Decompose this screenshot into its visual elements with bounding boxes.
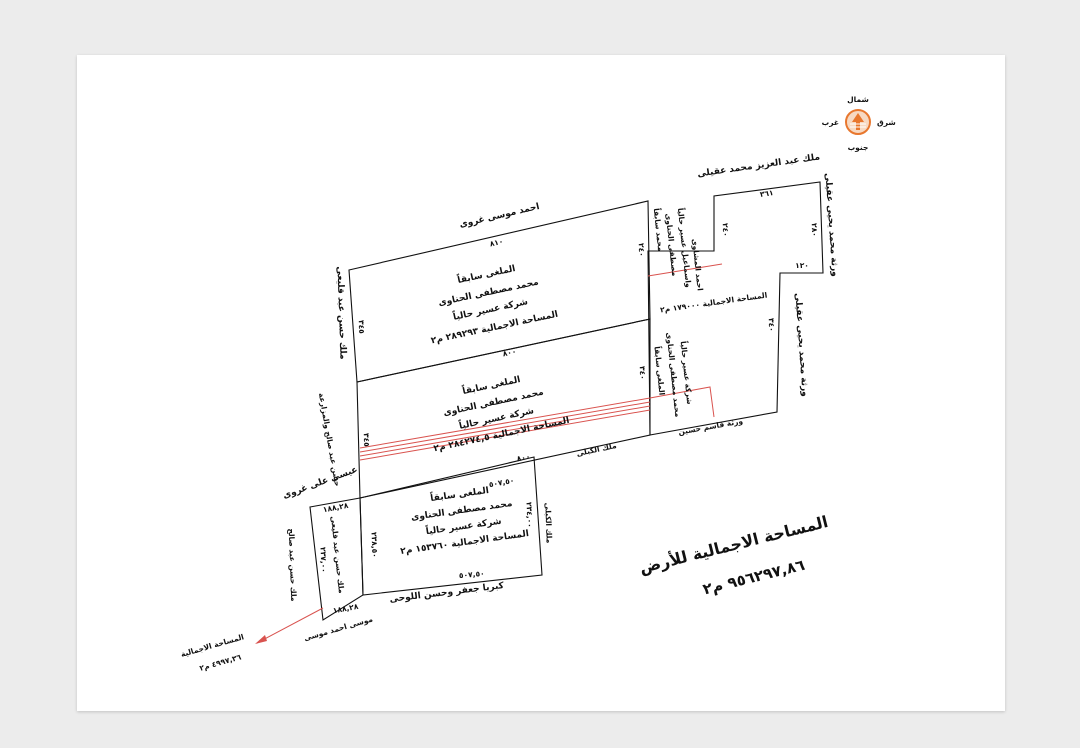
arrow-icon: [255, 635, 267, 644]
compass-west: غرب: [822, 118, 839, 127]
svg-text:٢٨٠: ٢٨٠: [810, 223, 819, 237]
lot-2-outline: [356, 318, 651, 499]
svg-text:٢٤٠: ٢٤٠: [637, 243, 646, 257]
road-line: [359, 397, 651, 449]
svg-text:٨١٠: ٨١٠: [489, 237, 504, 249]
right-area-info: المساحة الاجمالية ١٧٩٠٠٠ م٢ الملغى سابقا…: [652, 291, 767, 418]
neighbor-bottom-4: موسى احمد موسى: [303, 614, 374, 642]
svg-text:١٨٨,٢٨: ١٨٨,٢٨: [322, 501, 349, 514]
land-survey-map: شمال شرق غرب جنوب احمد موسى غروى ملك عبد…: [180, 95, 896, 673]
compass-south: جنوب: [848, 143, 869, 152]
svg-text:٣٤٥: ٣٤٥: [357, 320, 366, 334]
svg-text:٣٤٠: ٣٤٠: [638, 366, 647, 380]
red-inner-plot: [649, 386, 715, 418]
svg-text:الملغى سابقاً: الملغى سابقاً: [455, 261, 516, 286]
neighbor-left-3: عيسى على غروى: [282, 465, 360, 501]
svg-text:١٨٨,٢٨: ١٨٨,٢٨: [332, 602, 359, 615]
dimension-labels: ٨١٠ ٨٠٠ ٨٠٠ ٣٤٥ ٣٤٥ ٣٤٠ ٢٤٠ ٢٤٠ ٣٦١ ٢٨٠ …: [319, 188, 820, 615]
compass-east: شرق: [877, 118, 896, 127]
svg-text:شركة عسير حالياً: شركة عسير حالياً: [679, 340, 696, 405]
neighbor-mid-col-2: مصطفى الحناوى: [664, 213, 680, 277]
road-line: [359, 405, 651, 457]
neighbor-right-2: ورثة محمد يحيى عقيلى: [792, 293, 809, 397]
right-area-outline: [647, 181, 824, 436]
lot3-right-neighbor: ملك الكبلى: [543, 502, 553, 543]
svg-text:المساحة الاجمالية ٢٨٩٢٩٣ م٢: المساحة الاجمالية ٢٨٩٢٩٣ م٢: [430, 310, 559, 347]
svg-text:٢٣٧,٠٠: ٢٣٧,٠٠: [319, 547, 329, 573]
neighbor-bottom-2: ورثة قاسم حسين: [678, 416, 744, 436]
red-arrow-line: [256, 607, 324, 644]
svg-text:٣٤٥: ٣٤٥: [362, 433, 371, 447]
neighbor-right-1: ورثة محمد يحيى عقيلى: [822, 173, 839, 277]
drawing-sheet: شمال شرق غرب جنوب احمد موسى غروى ملك عبد…: [77, 55, 1005, 711]
neighbor-bottom-3: كبريا جعفر وحسن اللوحى: [389, 581, 505, 605]
svg-text:الملغى سابقاً: الملغى سابقاً: [652, 345, 668, 396]
svg-text:٢٤٠: ٢٤٠: [721, 223, 730, 237]
road-line: [359, 409, 651, 461]
narrow-strip-owner: ملك حسن عبد قليعى: [329, 516, 346, 595]
svg-text:٢٣٨,٥٠: ٢٣٨,٥٠: [370, 532, 380, 558]
svg-text:٨٠٠: ٨٠٠: [502, 347, 517, 359]
neighbor-bottom-1: ملك الكبلى: [576, 441, 618, 458]
lot-1-info: الملغى سابقاً محمد مصطفى الحناوى شركة عس…: [430, 261, 559, 346]
neighbor-top-right: ملك عبد العزيز محمد عقيلى: [697, 152, 821, 179]
narrow-strip-outline: [309, 497, 364, 621]
svg-text:٣٤٠: ٣٤٠: [767, 318, 776, 332]
total-area-value: ٩٥٦٢٩٧,٨٦ م٢: [701, 556, 807, 599]
svg-text:١٢٠: ١٢٠: [795, 261, 809, 270]
svg-text:المساحة الاجمالية ١٥٣٧٦٠ م٢: المساحة الاجمالية ١٥٣٧٦٠ م٢: [400, 529, 530, 557]
compass-north: شمال: [847, 95, 869, 104]
red-boundary: [647, 263, 723, 277]
small-total-value: ٤٩٩٧,٣٦ م٢: [198, 652, 242, 673]
neighbor-top-left: احمد موسى غروى: [459, 202, 541, 230]
svg-text:٥٠٧,٥٠: ٥٠٧,٥٠: [488, 476, 515, 489]
road-line: [359, 401, 651, 453]
neighbor-left-4: ملك حسن عبد صالح: [287, 528, 299, 602]
svg-text:الملغى سابقاً: الملغى سابقاً: [429, 483, 490, 504]
lot-3-info: الملغى سابقاً محمد مصطفى الحناوى شركة عس…: [400, 483, 530, 557]
compass-icon: [845, 109, 871, 135]
lot-2-info: الملغى سابقاً محمد مصطفى الحناوى شركة عس…: [433, 372, 571, 454]
svg-text:٨٠٠: ٨٠٠: [516, 452, 531, 464]
neighbor-left-1: ملك حسن عبد قليعى: [334, 266, 347, 360]
svg-text:المساحة الاجمالية ١٧٩٠٠٠ م٢: المساحة الاجمالية ١٧٩٠٠٠ م٢: [660, 291, 768, 315]
svg-text:٢٣٤,٠٠: ٢٣٤,٠٠: [525, 502, 535, 528]
svg-text:٣٦١: ٣٦١: [759, 188, 774, 199]
svg-text:٥٠٧,٥٠: ٥٠٧,٥٠: [459, 569, 485, 580]
